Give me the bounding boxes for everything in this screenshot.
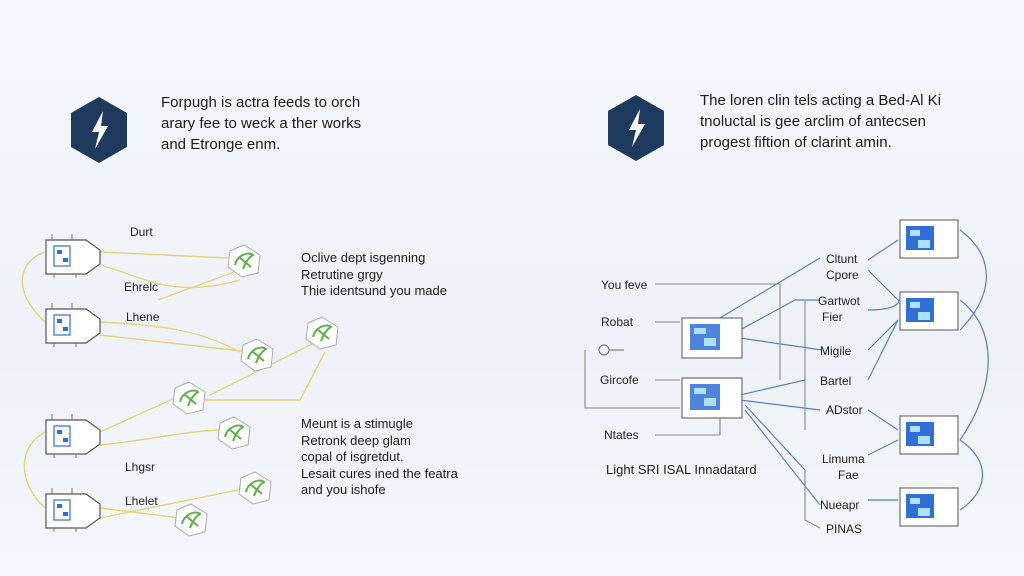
monitor-device bbox=[899, 219, 959, 259]
node-label: You feve bbox=[601, 278, 648, 292]
monitor-device bbox=[899, 487, 959, 527]
central-device bbox=[681, 377, 743, 419]
leaf-node-icon bbox=[305, 316, 339, 350]
connector-icon bbox=[598, 344, 624, 356]
leaf-node-icon bbox=[227, 244, 261, 278]
device-label: Durt bbox=[130, 225, 153, 239]
central-device bbox=[681, 317, 743, 359]
leaf-node-icon bbox=[172, 381, 206, 415]
node-label: Ntates bbox=[604, 428, 639, 442]
node-label: Gircofe bbox=[600, 373, 639, 387]
device-label: Lhelet bbox=[125, 494, 158, 508]
note-bottom: Meunt is a stimugle Retronk deep glam co… bbox=[301, 416, 458, 497]
bottom-label: Light SRI ISAL Innadatard bbox=[606, 462, 757, 477]
node-label: PINAS bbox=[826, 522, 863, 536]
node-label: ADstor bbox=[826, 403, 863, 417]
router-device bbox=[45, 414, 101, 458]
node-label: Cpore bbox=[826, 268, 859, 282]
node-label: Robat bbox=[601, 315, 634, 329]
node-label: Cltunt bbox=[826, 252, 858, 266]
leaf-node-icon bbox=[240, 338, 274, 372]
node-label: Fier bbox=[822, 310, 843, 324]
router-device bbox=[45, 303, 101, 347]
left-header-text: Forpugh is actra feeds to orch arary fee… bbox=[161, 94, 362, 153]
leaf-node-icon bbox=[174, 503, 208, 537]
leaf-node-icon bbox=[238, 471, 272, 505]
router-device bbox=[45, 234, 101, 278]
router-device bbox=[45, 488, 101, 532]
device-label: Lhgsr bbox=[125, 460, 156, 474]
lightning-icon bbox=[605, 93, 667, 163]
node-label: Nueapr bbox=[820, 498, 860, 512]
leaf-node-icon bbox=[217, 416, 251, 450]
monitor-device bbox=[899, 291, 959, 331]
note-top: Oclive dept isgenning Retrutine grgy Thi… bbox=[301, 250, 447, 298]
node-label: Bartel bbox=[820, 374, 852, 388]
node-label: Migile bbox=[820, 344, 852, 358]
node-label: Limuma bbox=[822, 452, 865, 466]
lightning-icon bbox=[68, 95, 130, 165]
right-header-text: The loren clin tels acting a Bed-Al Ki t… bbox=[700, 92, 941, 151]
device-label: Ehrelc bbox=[124, 280, 159, 294]
node-label: Fae bbox=[838, 468, 859, 482]
node-label: Gartwot bbox=[818, 294, 861, 308]
device-label: Lhene bbox=[126, 310, 160, 324]
monitor-device bbox=[899, 415, 959, 455]
